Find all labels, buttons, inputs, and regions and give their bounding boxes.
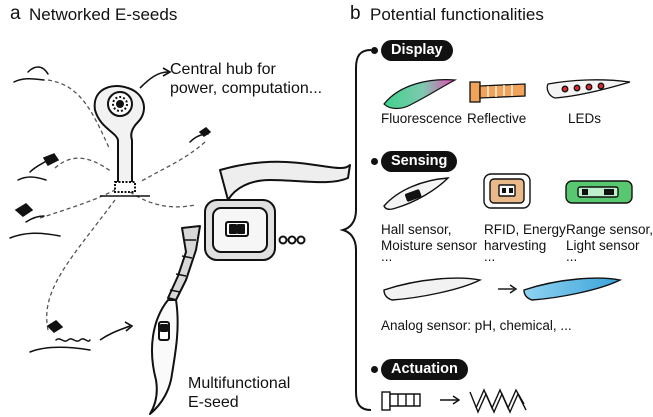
hub-label-line2: power, computation... [170,79,322,98]
display-item-reflective: Reflective [467,111,526,126]
hall-label-line2: Moisture sensor [381,238,477,253]
rfid-icon [484,174,530,208]
sensing-header-pill: Sensing [381,151,457,172]
sensing-bullet [371,158,378,165]
panel-b-letter: b [350,3,361,25]
display-bullet [371,47,378,54]
analog-sensor-label: Analog sensor: pH, chemical, ... [381,318,572,333]
display-header-pill: Display [381,40,453,61]
actuation-header-pill: Actuation [381,359,468,380]
seed-label-line1: Multifunctional [188,374,290,393]
panel-brace [343,50,371,410]
seed-arrow [100,326,130,340]
fluorescence-icon [384,80,455,109]
leds-icon [547,80,630,98]
hall-label-line1: Hall sensor, [381,222,452,237]
display-item-fluorescence: Fluorescence [381,111,462,126]
range-ellipsis: ... [566,249,577,264]
range-label-line1: Range sensor, [566,222,653,237]
hub-label-line1: Central hub for [170,60,276,79]
seed-label-line2: E-seed [188,393,239,412]
central-hub [95,86,150,196]
range-sensor-icon [566,181,632,203]
rfid-label-line1: RFID, Energy [484,222,566,237]
actuation-icon [382,390,526,412]
hall-sensor-icon [384,178,448,209]
hub-arrow [140,72,168,88]
panel-b-title: Potential functionalities [370,5,544,25]
actuation-bullet [371,366,378,373]
rfid-ellipsis: ... [484,249,495,264]
hall-ellipsis: ... [381,249,392,264]
display-item-leds: LEDs [568,111,601,126]
analog-sensor-icon [384,278,620,300]
panel-a-title: Networked E-seeds [29,5,177,25]
reflective-icon [470,82,525,102]
panel-a-letter: a [10,3,21,25]
